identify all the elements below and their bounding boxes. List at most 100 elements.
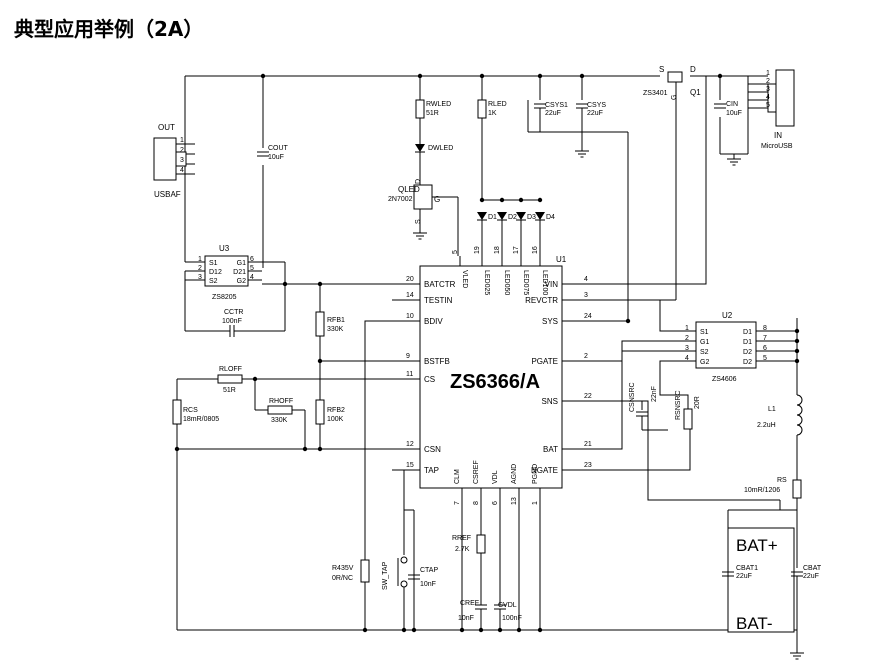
rfb2-value: 100K bbox=[327, 416, 344, 423]
l1-coil-turn bbox=[796, 394, 803, 406]
u2-pin-number: 5 bbox=[763, 355, 767, 362]
out-connector bbox=[153, 137, 177, 181]
csys-value: 22uF bbox=[587, 110, 603, 117]
junction-dot bbox=[516, 627, 522, 633]
u1-pin-number: 22 bbox=[584, 393, 592, 400]
junction-dot bbox=[717, 73, 723, 79]
u1-pin-number: 23 bbox=[584, 462, 592, 469]
qled-source-label: S bbox=[415, 219, 422, 224]
u1-pin-number: 4 bbox=[584, 276, 588, 283]
rfb1-resistor bbox=[315, 311, 325, 337]
junction-dot bbox=[282, 281, 288, 287]
u1-pin-number: 14 bbox=[406, 292, 414, 299]
u1-pin-name: VDL bbox=[492, 470, 499, 484]
cbat1-ref: CBAT1 bbox=[736, 565, 758, 572]
u1-pin-name: LED025 bbox=[483, 270, 490, 295]
u2-pin-number: 4 bbox=[685, 355, 689, 362]
junction-dot bbox=[479, 73, 485, 79]
u3-pin-number: 2 bbox=[198, 265, 202, 272]
wires bbox=[174, 73, 800, 650]
rref-ref: RREF bbox=[452, 535, 471, 542]
junction-dot bbox=[417, 73, 423, 79]
dwled-ref: DWLED bbox=[428, 145, 453, 152]
rloff-value: 51R bbox=[223, 387, 236, 394]
rcs-ref: RCS bbox=[183, 407, 198, 414]
ground-symbol bbox=[575, 146, 589, 158]
ctap-capacitor bbox=[408, 574, 420, 580]
r435v-ref: R435V bbox=[332, 565, 354, 572]
cvdl-value: 100nF bbox=[502, 615, 522, 622]
status-led-ref: D1 bbox=[488, 214, 497, 221]
cout-ref: COUT bbox=[268, 145, 289, 152]
rsnsrc-ref: RSNSRC bbox=[675, 390, 682, 420]
u1-pin-name: TESTIN bbox=[424, 296, 453, 305]
wire bbox=[612, 400, 780, 501]
rs-resistor bbox=[792, 479, 802, 499]
cin-value: 10uF bbox=[726, 110, 742, 117]
led-body bbox=[497, 212, 507, 220]
u2-pin-name: S2 bbox=[700, 349, 709, 356]
u2-pin-number: 2 bbox=[685, 335, 689, 342]
csnsrc-ref: CSNSRC bbox=[629, 382, 636, 412]
l1-ref: L1 bbox=[768, 406, 776, 413]
out-pin-number: 1 bbox=[180, 137, 184, 144]
u1-pin-number: 7 bbox=[454, 501, 461, 505]
rhoff-ref: RHOFF bbox=[269, 398, 293, 405]
u1-pin-number: 11 bbox=[406, 371, 413, 378]
rled-resistor bbox=[477, 99, 487, 119]
u1-pin-name: PGND bbox=[532, 464, 539, 484]
status-led-ref: D2 bbox=[508, 214, 517, 221]
ground-symbol bbox=[790, 648, 804, 660]
sw-tap-ref: SW_TAP bbox=[382, 561, 389, 590]
junction-dot bbox=[499, 197, 505, 203]
u3-pin-number: 5 bbox=[250, 265, 254, 272]
rfb1-value: 330K bbox=[327, 326, 344, 333]
qled-transistor bbox=[413, 184, 433, 210]
wire bbox=[612, 350, 676, 450]
u1-pin-name: PGATE bbox=[531, 357, 558, 366]
status-led-ref: D3 bbox=[527, 214, 536, 221]
u3-pin-number: 1 bbox=[198, 256, 202, 263]
battery bbox=[727, 527, 795, 633]
u1-pin-name: VIN bbox=[545, 280, 559, 289]
battery-minus-label: BAT- bbox=[736, 614, 773, 633]
u1-pin-name: BAT bbox=[543, 445, 558, 454]
u3-pin-name: S2 bbox=[209, 278, 218, 285]
q1-source-label: S bbox=[659, 65, 664, 74]
rcs-resistor bbox=[172, 399, 182, 425]
status-led-4 bbox=[535, 212, 545, 221]
page-title: 典型应用举例（2A） bbox=[14, 17, 204, 41]
chip-u2 bbox=[695, 321, 757, 369]
u1-pin-number: 6 bbox=[492, 501, 499, 505]
cref-capacitor bbox=[475, 604, 487, 610]
rled-value: 1K bbox=[488, 110, 497, 117]
u1-pin-number: 19 bbox=[474, 246, 481, 254]
components bbox=[153, 69, 804, 660]
l1-coil-turn bbox=[796, 414, 803, 426]
qled-ref: QLED bbox=[398, 185, 420, 194]
in-connector bbox=[775, 69, 795, 127]
in-connector-ref: IN bbox=[774, 131, 782, 140]
u2-pin-name: G2 bbox=[700, 359, 709, 366]
out-pin-number: 2 bbox=[180, 147, 184, 154]
u1-pin-name: NGATE bbox=[531, 466, 558, 475]
u1-pin-name: SYS bbox=[542, 317, 558, 326]
u2-pin-number: 7 bbox=[763, 335, 767, 342]
csys1-capacitor bbox=[534, 103, 546, 109]
u3-pin-number: 6 bbox=[250, 256, 254, 263]
cctr-ref: CCTR bbox=[224, 309, 243, 316]
cctr-capacitor bbox=[229, 325, 235, 337]
u1-pin-number: 1 bbox=[532, 501, 539, 505]
qled-name: 2N7002 bbox=[388, 196, 413, 203]
junction-dot bbox=[317, 446, 323, 452]
rs-ref: RS bbox=[777, 477, 787, 484]
chip-u1-name: ZS6366/A bbox=[450, 371, 540, 393]
rfb2-resistor bbox=[315, 399, 325, 425]
u1-pin-number: 18 bbox=[494, 246, 501, 254]
u1-pin-name: LED075 bbox=[522, 270, 529, 295]
cctr-value: 100nF bbox=[222, 318, 242, 325]
rref-value: 2.7K bbox=[455, 546, 470, 553]
junction-dot bbox=[497, 627, 503, 633]
q1-ref: Q1 bbox=[690, 88, 701, 97]
